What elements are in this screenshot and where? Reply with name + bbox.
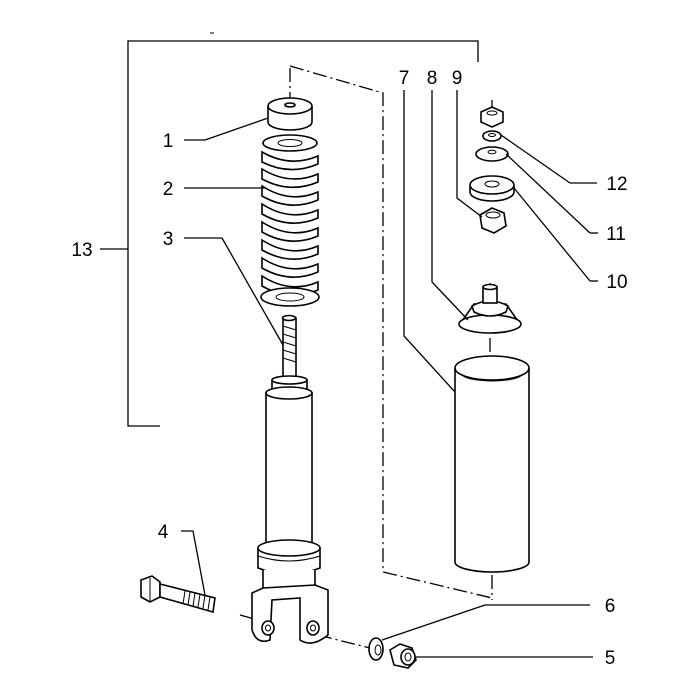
flat-washer-part [475, 146, 509, 162]
bump-stop-part [267, 97, 313, 131]
callout-8-label: 8 [427, 68, 438, 89]
callout-6-label: 6 [605, 596, 616, 617]
leader-lines [181, 90, 598, 658]
alignment-lines [239, 65, 493, 649]
rubber-bush-part [469, 175, 515, 202]
assembly-bracket [100, 32, 479, 427]
washer-part [368, 637, 384, 661]
callout-2-label: 2 [163, 179, 174, 200]
callout-7-label: 7 [399, 68, 410, 89]
callout-13-label: 13 [71, 240, 92, 261]
lower-nut-part [479, 207, 507, 234]
coil-spring-part [260, 134, 320, 307]
dust-tube-part [454, 355, 530, 573]
callout-3-label: 3 [163, 229, 174, 250]
nut-part [389, 643, 417, 669]
callout-5-label: 5 [605, 648, 616, 669]
callout-9-label: 9 [452, 68, 463, 89]
callout-10-label: 10 [606, 272, 627, 293]
callout-4-label: 4 [158, 522, 169, 543]
top-cap-part [458, 283, 522, 334]
shock-absorber-part [251, 314, 329, 644]
callout-12-label: 12 [606, 174, 627, 195]
callout-11-label: 11 [606, 224, 626, 245]
bolt-part [140, 575, 216, 614]
small-washer-part [482, 130, 502, 142]
top-nut-part [480, 106, 504, 128]
callout-1-label: 1 [163, 131, 174, 152]
